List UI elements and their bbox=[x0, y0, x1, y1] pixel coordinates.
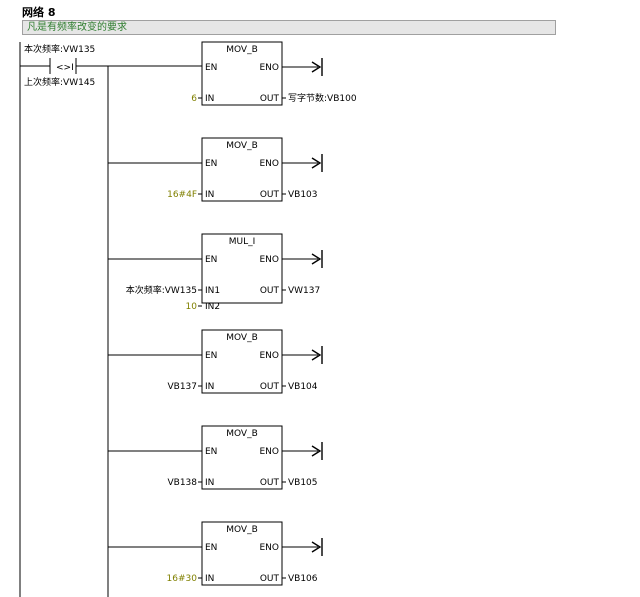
in-pin: IN1 bbox=[205, 286, 220, 296]
block-type: MOV_B bbox=[226, 141, 258, 151]
contact-operand-top: 本次频率:VW135 bbox=[24, 43, 95, 55]
eno-pin: ENO bbox=[259, 351, 279, 361]
output-operand[interactable]: VW137 bbox=[288, 286, 320, 296]
en-pin: EN bbox=[205, 159, 217, 169]
function-block[interactable] bbox=[201, 425, 283, 490]
out-pin: OUT bbox=[260, 382, 280, 392]
out-pin: OUT bbox=[260, 574, 280, 584]
out-pin: OUT bbox=[260, 286, 280, 296]
output-operand[interactable]: VB103 bbox=[288, 190, 318, 200]
contact-operand-bottom: 上次频率:VW145 bbox=[24, 76, 95, 88]
network-comment[interactable]: 凡是有频率改变的要求 bbox=[22, 20, 556, 35]
network-comment-text: 凡是有频率改变的要求 bbox=[27, 22, 127, 33]
block-type: MOV_B bbox=[226, 45, 258, 55]
in-pin: IN2 bbox=[205, 302, 220, 312]
in-pin: IN bbox=[205, 94, 214, 104]
function-block[interactable] bbox=[201, 41, 283, 106]
in-pin: IN bbox=[205, 478, 214, 488]
arrow-icon bbox=[311, 541, 322, 553]
function-block[interactable] bbox=[201, 137, 283, 202]
eno-pin: ENO bbox=[259, 255, 279, 265]
input-operand[interactable]: 10 bbox=[186, 302, 198, 312]
out-pin: OUT bbox=[260, 190, 280, 200]
en-pin: EN bbox=[205, 543, 217, 553]
output-operand[interactable]: VB106 bbox=[288, 574, 318, 584]
input-operand[interactable]: 本次频率:VW135 bbox=[126, 284, 197, 296]
en-pin: EN bbox=[205, 351, 217, 361]
eno-pin: ENO bbox=[259, 159, 279, 169]
eno-pin: ENO bbox=[259, 543, 279, 553]
arrow-icon bbox=[311, 61, 322, 73]
input-operand[interactable]: 6 bbox=[191, 94, 197, 104]
arrow-icon bbox=[311, 445, 322, 457]
block-type: MOV_B bbox=[226, 429, 258, 439]
function-block[interactable] bbox=[201, 233, 283, 304]
network-title: 网络 8 bbox=[22, 6, 56, 19]
in-pin: IN bbox=[205, 190, 214, 200]
in-pin: IN bbox=[205, 382, 214, 392]
arrow-icon bbox=[311, 349, 322, 361]
output-operand[interactable]: VB104 bbox=[288, 382, 318, 392]
out-pin: OUT bbox=[260, 94, 280, 104]
out-pin: OUT bbox=[260, 478, 280, 488]
function-block[interactable] bbox=[201, 521, 283, 586]
en-pin: EN bbox=[205, 447, 217, 457]
block-type: MOV_B bbox=[226, 333, 258, 343]
contact-operator: <>I bbox=[56, 63, 74, 73]
arrow-icon bbox=[311, 157, 322, 169]
input-operand[interactable]: VB138 bbox=[167, 478, 197, 488]
en-pin: EN bbox=[205, 255, 217, 265]
input-operand[interactable]: 16#4F bbox=[167, 190, 197, 200]
eno-pin: ENO bbox=[259, 447, 279, 457]
output-operand[interactable]: 写字节数:VB100 bbox=[288, 92, 357, 104]
input-operand[interactable]: VB137 bbox=[167, 382, 197, 392]
block-type: MUL_I bbox=[229, 237, 256, 247]
eno-pin: ENO bbox=[259, 63, 279, 73]
function-block[interactable] bbox=[201, 329, 283, 394]
arrow-icon bbox=[311, 253, 322, 265]
in-pin: IN bbox=[205, 574, 214, 584]
block-type: MOV_B bbox=[226, 525, 258, 535]
en-pin: EN bbox=[205, 63, 217, 73]
input-operand[interactable]: 16#30 bbox=[167, 574, 198, 584]
output-operand[interactable]: VB105 bbox=[288, 478, 318, 488]
